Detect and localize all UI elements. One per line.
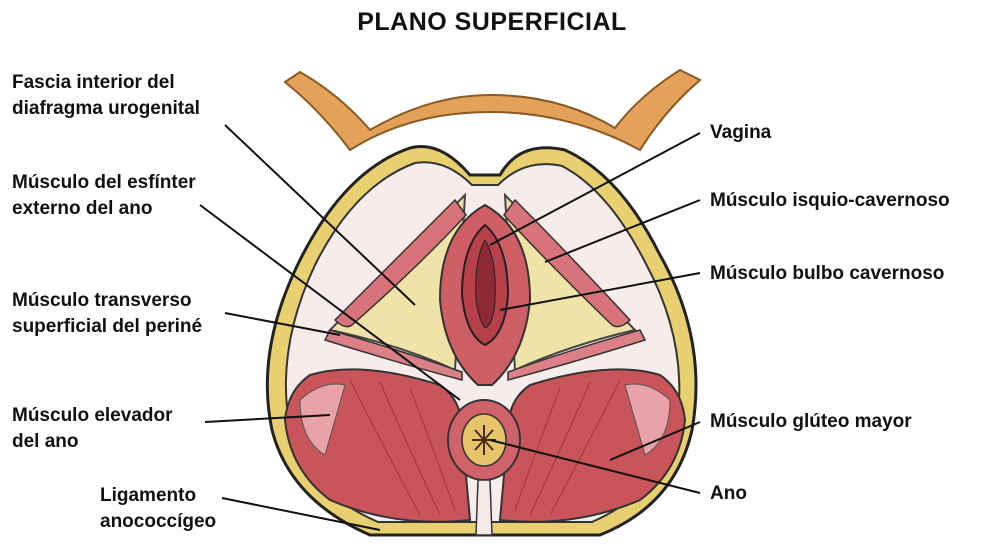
pubic-arch xyxy=(285,70,700,150)
label-line: superficial del periné xyxy=(12,314,202,340)
ligamento-anococcigeo xyxy=(476,480,492,535)
label-line: Fascia interior del xyxy=(12,70,200,96)
label-ano: Ano xyxy=(710,481,747,507)
label-line: Músculo elevador xyxy=(12,403,173,429)
label-line: diafragma urogenital xyxy=(12,96,200,122)
label-line: Músculo del esfínter xyxy=(12,170,196,196)
diagram-title: PLANO SUPERFICIAL xyxy=(0,8,984,37)
label-transverso-superficial: Músculo transverso superficial del perin… xyxy=(12,288,202,340)
label-elevador-ano: Músculo elevador del ano xyxy=(12,403,173,455)
label-ligamento-anococcigeo: Ligamento anococcígeo xyxy=(100,483,216,535)
label-bulbo-cavernoso: Músculo bulbo cavernoso xyxy=(710,261,944,287)
label-isquio-cavernoso: Músculo isquio-cavernoso xyxy=(710,188,950,214)
label-line: del ano xyxy=(12,429,173,455)
label-line: Músculo transverso xyxy=(12,288,202,314)
label-esfinter-externo: Músculo del esfínter externo del ano xyxy=(12,170,196,222)
label-line: anococcígeo xyxy=(100,509,216,535)
label-vagina: Vagina xyxy=(710,120,771,146)
label-line: Ligamento xyxy=(100,483,216,509)
label-line: externo del ano xyxy=(12,196,196,222)
label-fascia-interior: Fascia interior del diafragma urogenital xyxy=(12,70,200,122)
label-gluteo-mayor: Músculo glúteo mayor xyxy=(710,409,912,435)
